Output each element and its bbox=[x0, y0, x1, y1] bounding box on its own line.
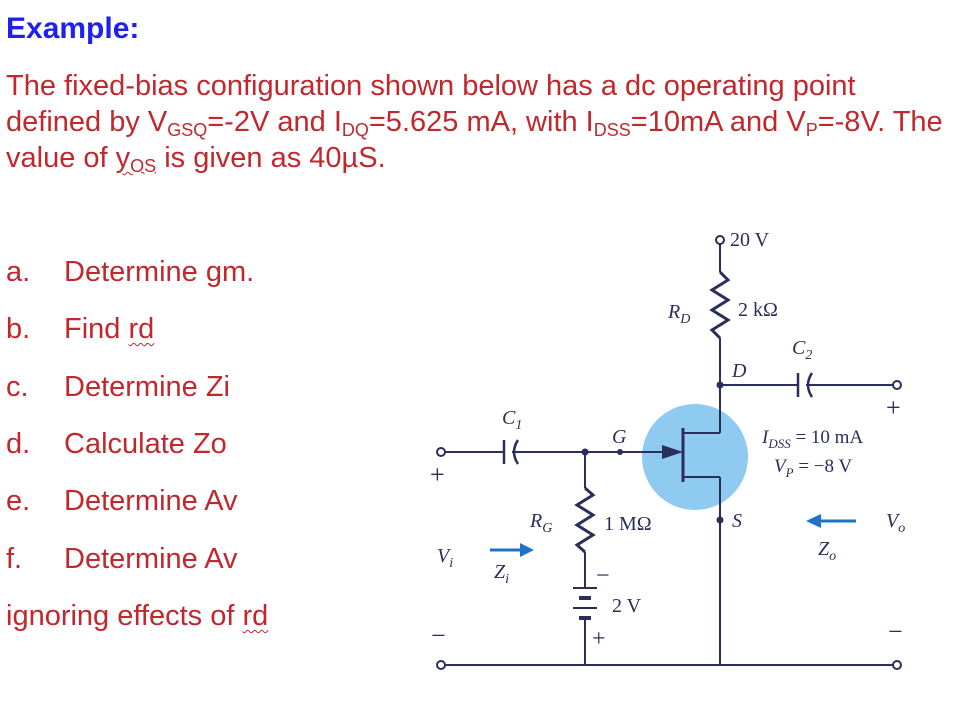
task-letter: f. bbox=[6, 543, 23, 575]
c2-label: C2 bbox=[792, 337, 812, 363]
task-letter: e. bbox=[6, 485, 31, 517]
battery-value-label: 2 V bbox=[612, 595, 642, 617]
problem-text-5: =-8V. The value of bbox=[6, 106, 943, 174]
task-text: Determine Zi bbox=[64, 371, 230, 403]
task-text: Find bbox=[64, 313, 129, 345]
rd-label-sub: D bbox=[679, 312, 690, 327]
c1-label-main: C bbox=[502, 407, 516, 429]
task-text: ignoring effects of bbox=[6, 600, 243, 632]
zi-label-main: Z bbox=[494, 561, 506, 583]
zi-label: Zi bbox=[494, 561, 509, 587]
jfet-gate-arrow bbox=[662, 445, 683, 459]
c2-label-main: C bbox=[792, 337, 806, 359]
vi-plus-sign: + bbox=[430, 460, 445, 489]
problem-text-3: =5.625 mA, with I bbox=[368, 106, 594, 138]
vo-output-terminal bbox=[892, 380, 902, 390]
supply-voltage-label: 20 V bbox=[730, 229, 770, 251]
rg-label: RG bbox=[529, 510, 552, 536]
vo-label-sub: o bbox=[898, 521, 905, 536]
vi-label-sub: i bbox=[449, 556, 453, 571]
vp-spec-label: VP = −8 V bbox=[774, 456, 852, 480]
c1-label: C1 bbox=[502, 407, 522, 433]
gate-node-dot bbox=[581, 448, 589, 456]
vp-label-main: V bbox=[774, 456, 788, 477]
drain-node-dot bbox=[716, 381, 724, 389]
battery-minus-sign: − bbox=[596, 563, 610, 589]
problem-text-2: =-2V and I bbox=[207, 106, 342, 138]
vgsq-subscript: GSQ bbox=[167, 120, 208, 140]
task-text: Determine Av bbox=[64, 543, 238, 575]
zo-label: Zo bbox=[818, 538, 836, 564]
task-item-e: e. Determine Av bbox=[6, 481, 238, 521]
rd-value-label: 2 kΩ bbox=[738, 299, 778, 321]
jfet-highlight bbox=[642, 404, 748, 510]
vi-label-main: V bbox=[437, 545, 452, 567]
task-letter: b. bbox=[6, 313, 31, 345]
task-text: Calculate Zo bbox=[64, 428, 227, 460]
problem-text-1: The fixed-bias configuration shown below… bbox=[6, 70, 856, 138]
task-item-g: ignoring effects of rd bbox=[6, 596, 268, 636]
zi-arrow-head bbox=[520, 543, 534, 557]
vi-minus-sign: − bbox=[431, 621, 446, 650]
c2-label-sub: 2 bbox=[805, 348, 812, 363]
idss-spec-label: IDSS = 10 mA bbox=[761, 427, 863, 451]
input-ground-terminal bbox=[436, 660, 446, 670]
vo-minus-sign: − bbox=[888, 617, 903, 646]
task-item-d: d. Calculate Zo bbox=[6, 424, 227, 464]
yos-main: y bbox=[115, 142, 131, 174]
vo-label: Vo bbox=[886, 510, 905, 536]
task-text: Determine Av bbox=[64, 485, 238, 517]
vp-subscript: P bbox=[805, 120, 818, 140]
source-node-dot bbox=[716, 516, 724, 524]
vo-label-main: V bbox=[886, 510, 901, 532]
rd-label: RD bbox=[667, 301, 690, 327]
idss-label-main: I bbox=[761, 427, 770, 448]
idq-subscript: DQ bbox=[341, 120, 369, 140]
yos-term: yOS bbox=[115, 142, 157, 176]
idss-value: = 10 mA bbox=[791, 427, 864, 448]
idss-label-sub: DSS bbox=[767, 436, 791, 451]
task-wavy-term: rd bbox=[242, 600, 269, 632]
example-heading: Example: bbox=[6, 12, 140, 45]
supply-terminal bbox=[715, 235, 725, 245]
problem-text-6: is given as 40µS. bbox=[156, 142, 386, 174]
c1-label-sub: 1 bbox=[515, 418, 522, 433]
output-ground-terminal bbox=[892, 660, 902, 670]
zi-label-sub: i bbox=[505, 572, 509, 587]
yos-subscript: OS bbox=[130, 156, 157, 176]
rg-label-sub: G bbox=[542, 521, 552, 536]
zo-label-main: Z bbox=[818, 538, 830, 560]
vi-label: Vi bbox=[437, 545, 453, 571]
task-item-b: b. Find rd bbox=[6, 309, 154, 349]
task-item-a: a. Determine gm. bbox=[6, 252, 254, 292]
vp-value: = −8 V bbox=[794, 456, 853, 477]
zo-label-sub: o bbox=[829, 549, 836, 564]
problem-text-4: =10mA and V bbox=[630, 106, 806, 138]
rg-value-label: 1 MΩ bbox=[604, 513, 652, 535]
vp-label-sub: P bbox=[785, 465, 794, 480]
source-label: S bbox=[732, 510, 742, 532]
gate-label-dot bbox=[617, 449, 623, 455]
task-item-f: f. Determine Av bbox=[6, 539, 238, 579]
zo-arrow-head bbox=[806, 514, 821, 528]
gate-label: G bbox=[612, 426, 627, 448]
battery-plus-sign: + bbox=[592, 626, 606, 652]
problem-statement: The fixed-bias configuration shown below… bbox=[6, 68, 946, 176]
rg-resistor-symbol bbox=[574, 486, 596, 554]
task-wavy-term: rd bbox=[128, 313, 155, 345]
fixed-bias-circuit-diagram: 20 V RD 2 kΩ C2 D + IDSS = 10 mA VP = −8… bbox=[430, 229, 905, 670]
idss-subscript: DSS bbox=[593, 120, 631, 140]
task-letter: d. bbox=[6, 428, 31, 460]
task-text: Determine gm. bbox=[64, 256, 255, 288]
drain-label: D bbox=[731, 360, 747, 382]
vo-plus-sign: + bbox=[886, 393, 901, 422]
vi-input-terminal bbox=[436, 447, 446, 457]
rd-resistor-symbol bbox=[709, 270, 731, 340]
rd-label-main: R bbox=[667, 301, 680, 323]
task-item-c: c. Determine Zi bbox=[6, 367, 230, 407]
task-letter: c. bbox=[6, 371, 29, 403]
task-letter: a. bbox=[6, 256, 31, 288]
rg-label-main: R bbox=[529, 510, 542, 532]
